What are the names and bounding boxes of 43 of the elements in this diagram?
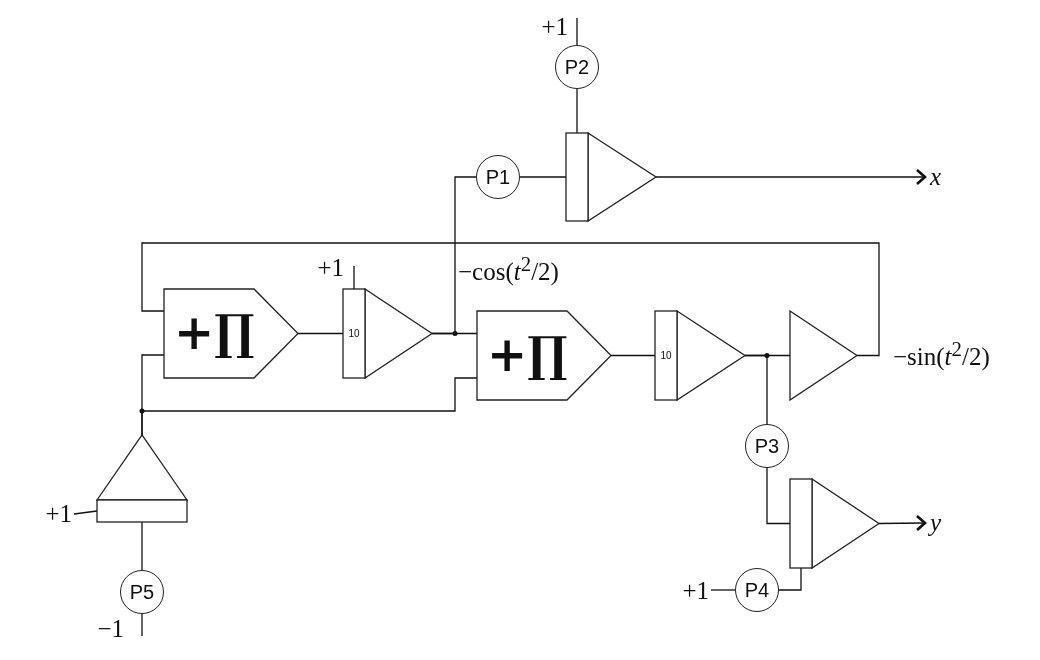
inverter-symbol [790, 311, 857, 400]
potentiometer-circle: P1 [476, 155, 520, 199]
signal-arrow [655, 168, 927, 186]
signal-wire [766, 467, 791, 525]
signal-wire [141, 613, 143, 637]
signal-label: −cos(t$^{2}$/2) [458, 252, 559, 287]
signal-wire [744, 354, 768, 425]
gain-label: 10 [659, 348, 673, 363]
constant-label: +1 [520, 10, 568, 44]
potentiometer-circle: P5 [120, 570, 164, 614]
signal-wire [519, 176, 567, 178]
constant-label: +1 [661, 575, 709, 607]
signal-label: −sin(t$^{2}$/2) [893, 337, 990, 372]
integrator-block [343, 289, 432, 378]
constant-label: −1 [76, 612, 124, 646]
summer-symbol [790, 479, 879, 568]
signal-wire [610, 354, 656, 357]
signal-wire [141, 377, 478, 436]
multiplier-block [164, 289, 298, 378]
output-variable: x [930, 162, 952, 192]
signal-wire [353, 265, 355, 290]
signal-arrow [878, 514, 927, 532]
gain-label: 10 [347, 326, 361, 341]
signal-wire [297, 332, 344, 335]
potentiometer-circle: P2 [555, 45, 599, 89]
constant-label: +1 [18, 498, 72, 530]
summer-symbol [566, 133, 656, 221]
integrator-block [655, 311, 745, 400]
signal-wire [431, 332, 478, 335]
signal-wire [576, 17, 578, 46]
potentiometer-circle: P4 [735, 568, 779, 612]
signal-wire [141, 521, 143, 571]
summer-symbol [97, 435, 187, 522]
signal-wire [710, 589, 736, 591]
output-variable: y [930, 508, 952, 538]
potentiometer-circle: P3 [745, 424, 789, 468]
multiplier-block [477, 311, 611, 400]
constant-label: +1 [296, 252, 344, 284]
signal-wire [778, 567, 802, 591]
multiplier-symbol: +∏ [487, 324, 568, 384]
signal-wire [73, 510, 98, 515]
multiplier-symbol: +∏ [174, 302, 255, 362]
signal-wire [141, 242, 880, 357]
